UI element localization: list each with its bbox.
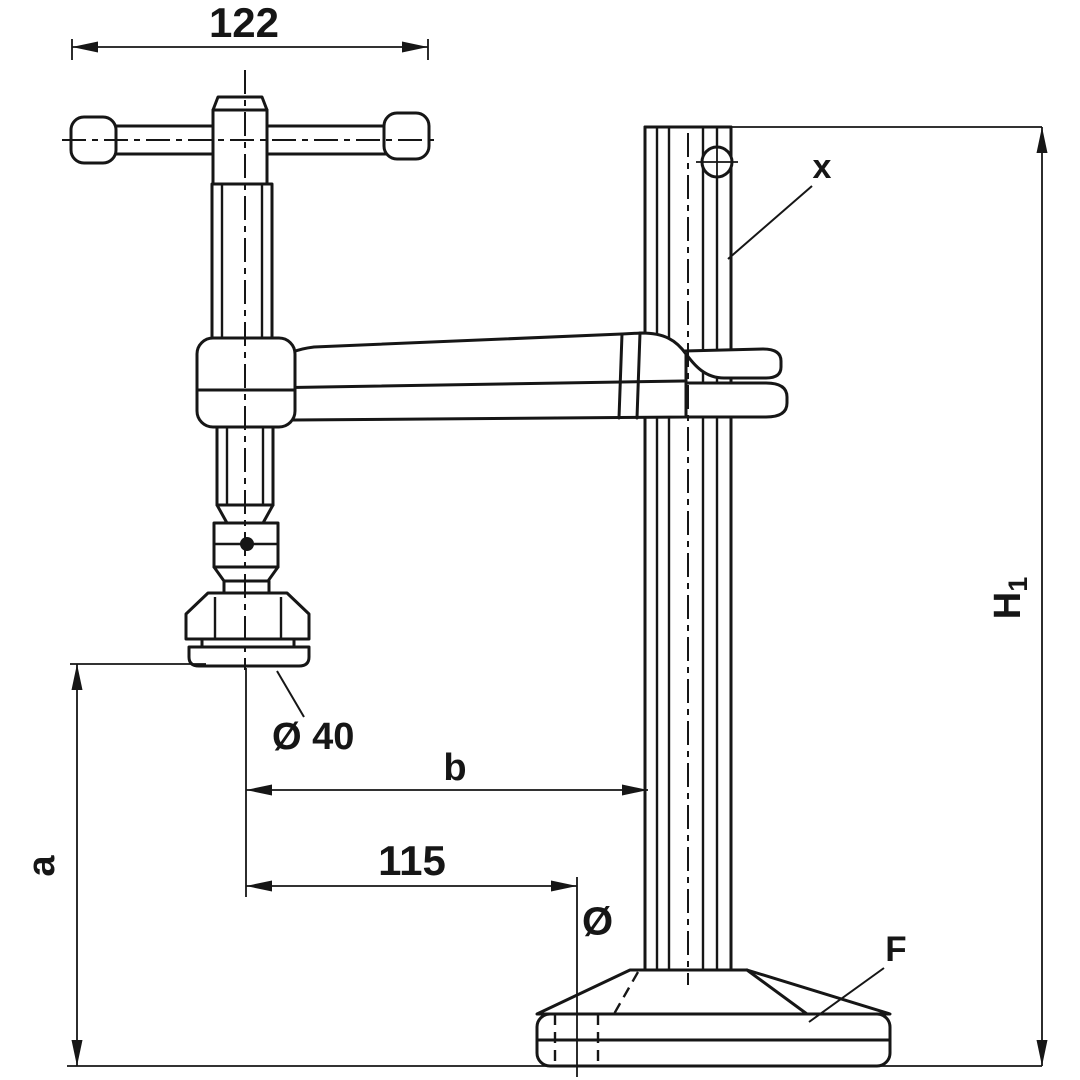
base-trapezoid <box>535 968 892 1016</box>
dim-a-label: a <box>21 855 63 877</box>
dim-122-label: 122 <box>209 0 279 46</box>
dim-h1-label: H1 <box>987 577 1033 619</box>
callout-pad-diameter: Ø 40 <box>272 670 354 758</box>
dim-height-a: a <box>21 663 206 1066</box>
handle-ball-right <box>382 111 431 161</box>
dim-115-label: 115 <box>378 837 446 884</box>
swivel-foot-group <box>184 521 311 668</box>
column-group <box>643 125 738 972</box>
dim-slot-offset: 115 Ø <box>246 837 613 1077</box>
arm-clamp-nose <box>682 347 783 380</box>
arm-band-lines <box>617 331 642 420</box>
foot-hex-nut <box>184 591 311 641</box>
dim-column-height: H1 <box>731 126 1048 1066</box>
handle-boss-chamfer <box>211 95 269 112</box>
callout-column-x: x <box>727 148 832 260</box>
h1-main: H <box>987 592 1029 619</box>
arm-body <box>291 331 688 422</box>
base-group <box>535 968 892 1068</box>
arm-group <box>195 331 789 422</box>
base-slot-hidden-lines <box>553 1014 600 1066</box>
foot-neck <box>222 579 271 595</box>
swivel-pin-dot <box>240 537 254 551</box>
pressure-pad <box>187 645 311 668</box>
h1-subscript: 1 <box>1003 577 1033 592</box>
centerline-layer <box>62 70 689 985</box>
dim-b-label: b <box>443 747 466 789</box>
dim-handle-width: 122 <box>71 0 429 60</box>
callout-base-f: F <box>808 930 907 1023</box>
column-hole-icon <box>696 141 738 183</box>
ref-x-label: x <box>813 148 832 186</box>
handle-boss <box>211 108 269 186</box>
base-hidden-edge <box>612 971 640 1015</box>
pad-diameter-label: Ø 40 <box>272 716 354 758</box>
dimension-layer: 122 b 115 Ø a H1 <box>21 0 1048 1077</box>
slot-diameter-label: Ø <box>582 900 613 944</box>
dim-reach-b: b <box>245 668 648 897</box>
base-gusset-edge <box>745 968 809 1016</box>
ref-f-label: F <box>885 930 906 969</box>
